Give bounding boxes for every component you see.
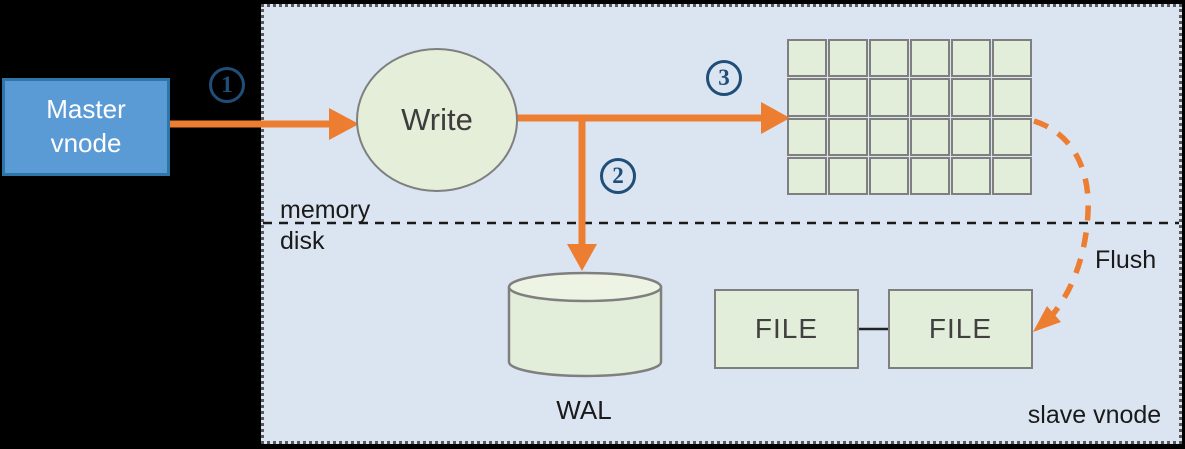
memtable-cell [910,156,950,195]
step-1-badge: 1 [209,67,245,103]
memtable-cell [910,78,950,117]
write-label: Write [401,102,473,137]
write-node: Write [356,48,518,192]
file-2-label: FILE [928,313,993,344]
memtable-cell [869,117,909,156]
step-1-number: 1 [221,72,233,97]
wal-label: WAL [556,395,612,425]
file-box-2: FILE [888,289,1033,369]
memtable-cell [787,78,827,117]
step-2-number: 2 [612,163,624,188]
memtable-cell [828,117,868,156]
memtable-grid [787,39,1032,195]
memtable-cell [951,117,991,156]
memtable-cell [951,39,991,78]
memtable-cell [828,156,868,195]
memtable-cell [992,39,1032,78]
memtable-cell [869,156,909,195]
memtable-cell [992,156,1032,195]
memtable-cell [951,78,991,117]
file-1-label: FILE [754,313,819,344]
memtable-cell [869,78,909,117]
memtable-cell [828,78,868,117]
memtable-cell [910,39,950,78]
memtable-cell [992,78,1032,117]
file-box-1: FILE [714,289,859,369]
memtable-cell [787,117,827,156]
slave-vnode-label: slave vnode [1027,401,1162,429]
memtable-cell [787,156,827,195]
memory-label: memory [280,196,371,224]
memtable-cell [992,117,1032,156]
master-vnode-label: Master vnode [46,94,126,158]
step-2-badge: 2 [600,158,636,194]
memtable-cell [910,117,950,156]
memtable-cell [951,156,991,195]
memtable-cell [787,39,827,78]
memtable-cell [828,39,868,78]
step-3-number: 3 [718,65,730,90]
step-3-badge: 3 [706,60,742,96]
memtable-cell [869,39,909,78]
disk-label: disk [280,227,325,255]
flush-label: Flush [1095,246,1157,274]
master-vnode-box: Master vnode [2,78,170,176]
